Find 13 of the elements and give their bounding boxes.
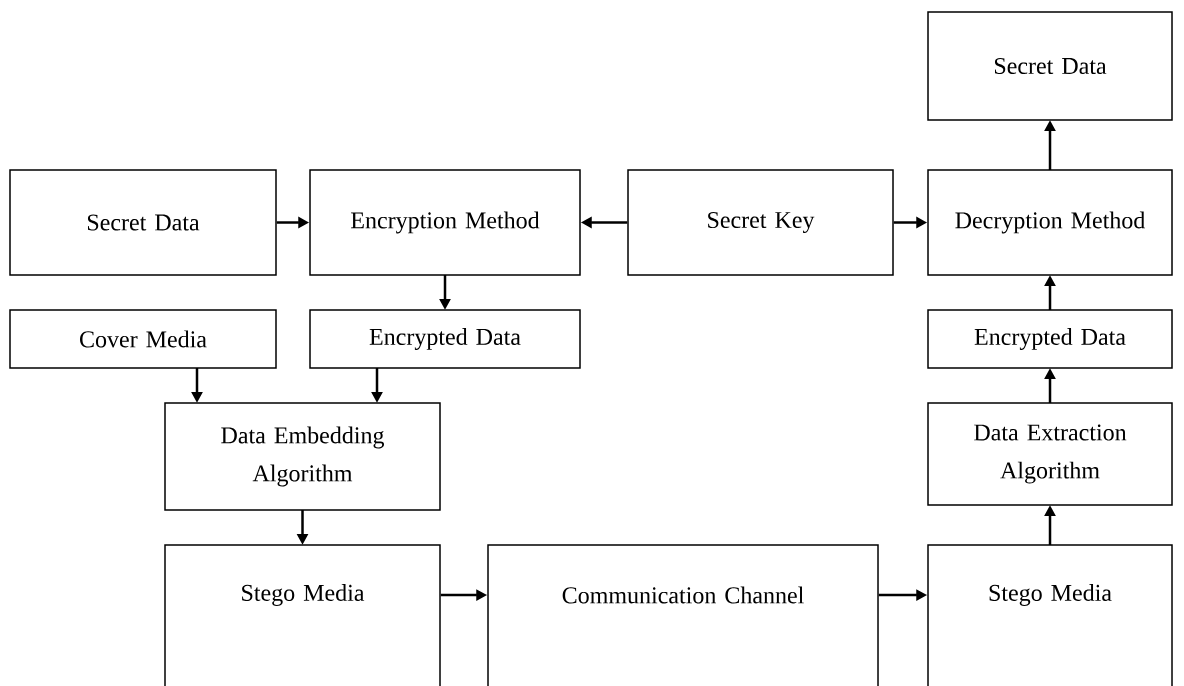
process-box: Encryption Method [309, 169, 581, 276]
process-box: Data Extraction Algorithm [927, 402, 1173, 506]
process-box: Stego Media [164, 544, 441, 686]
process-box: Secret Key [627, 169, 894, 276]
process-box: Decryption Method [927, 169, 1173, 276]
process-box: Data Embedding Algorithm [164, 402, 441, 511]
process-box: Stego Media [927, 544, 1173, 686]
process-box: Encrypted Data [927, 309, 1173, 369]
process-box: Encrypted Data [309, 309, 581, 369]
process-box: Communication Channel [487, 544, 879, 686]
process-box: Secret Data [927, 11, 1173, 121]
process-box: Secret Data [9, 169, 277, 276]
process-box: Cover Media [9, 309, 277, 369]
